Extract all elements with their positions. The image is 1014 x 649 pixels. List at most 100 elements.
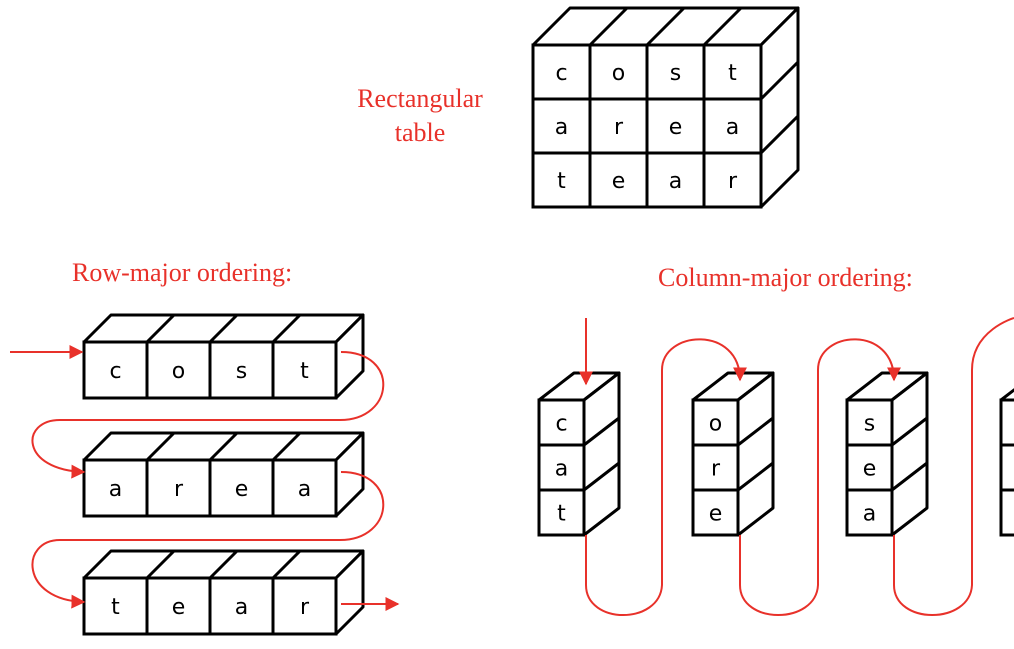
rect-table-cell-letter: r [728, 169, 738, 194]
column-major-col-1-side-divider [583, 461, 620, 492]
row-major-row-1-top-divider [145, 313, 176, 344]
row-major-row-2-cell-letter: a [109, 477, 122, 502]
column-major-col-1-cell [537, 443, 586, 492]
column-major-flow-2 [739, 338, 901, 616]
row-major-row-3-cell-letter: t [111, 595, 120, 620]
row-major-row-3-cell [271, 576, 338, 636]
row-major-flow-2 [31, 471, 385, 609]
row-major-flow-1 [31, 351, 385, 479]
rect-table-top-divider [702, 6, 743, 47]
row-major-row-1-top-divider [208, 313, 239, 344]
rectangular-table-label-line1: Rectangular [357, 84, 483, 113]
row-major-row-1-cell-letter: s [236, 359, 247, 384]
column-major-col-2-cell-letter: e [709, 502, 723, 527]
rect-table-cell-letter: a [726, 115, 739, 140]
rect-table-cell [588, 43, 649, 101]
row-major-row-3-top-divider [208, 549, 239, 580]
row-major-row-2-cell [271, 458, 338, 518]
column-major-col-2-cell-letter: o [709, 412, 722, 437]
rect-table-cell [588, 151, 649, 209]
row-major-row-1-cell [145, 340, 212, 400]
row-major-row-3-top-divider [271, 549, 302, 580]
row-major-heading: Row-major ordering: [72, 258, 292, 287]
rect-table-side-divider [759, 114, 800, 155]
rect-table-cell-letter: o [612, 61, 625, 86]
column-major-column: cat [537, 371, 621, 537]
row-major-row-2-cell-letter: e [235, 477, 249, 502]
column-major-col-3-cell-letter: e [863, 457, 877, 482]
rect-table-side-face [759, 6, 800, 209]
rect-table-cell [531, 97, 592, 155]
rect-table-cell-letter: e [669, 115, 683, 140]
column-major-col-1-cell [537, 488, 586, 537]
column-major-col-2-cell [691, 398, 740, 447]
row-major-row-1-cell [208, 340, 275, 400]
row-major-row-2-top-divider [271, 431, 302, 462]
row-major-row-2-top-divider [208, 431, 239, 462]
rect-table-cell-letter: e [612, 169, 626, 194]
column-major-flow-3 [893, 317, 1014, 616]
rect-table-top-divider [588, 6, 629, 47]
rect-table-cell-letter: t [728, 61, 737, 86]
rect-table-top-divider [645, 6, 686, 47]
column-major-col-1-cell-letter: t [557, 502, 566, 527]
column-major-col-1-side-divider [583, 416, 620, 447]
row-major-row-1-cell [82, 340, 149, 400]
row-major-row-2-cell-letter: a [298, 477, 311, 502]
row-major-row-2-cell [82, 458, 149, 518]
column-major-col-4-cell [999, 488, 1014, 537]
column-major-col-2-side-face [736, 371, 775, 537]
rect-table-cell [702, 151, 763, 209]
column-major-col-2-cell [691, 443, 740, 492]
column-major-flow-1 [585, 338, 747, 616]
row-major-row-3-cell-letter: a [235, 595, 248, 620]
column-major-col-1-cell-letter: a [555, 457, 568, 482]
column-major-column: tar [999, 388, 1014, 537]
row-major-row-2-cell-letter: r [174, 477, 184, 502]
rect-table-cell [702, 97, 763, 155]
column-major-diagram: catoreseatar [537, 371, 1014, 537]
column-major-column: sea [845, 371, 929, 537]
column-major-col-3-cell-letter: s [864, 412, 875, 437]
row-major-row-3-cell [145, 576, 212, 636]
column-major-col-2-side-divider [737, 416, 774, 447]
rect-table-cell-letter: r [614, 115, 624, 140]
row-major-row-3-top-divider [145, 549, 176, 580]
column-major-col-1-side-face [582, 371, 621, 537]
rectangular-table-label-line2: table [395, 118, 446, 147]
rect-table-side-divider [759, 60, 800, 101]
column-major-col-2-cell [691, 488, 740, 537]
column-major-col-3-cell-letter: a [863, 502, 876, 527]
row-major-row-3-cell-letter: r [300, 595, 310, 620]
column-major-col-3-side-face [890, 371, 929, 537]
column-major-column: ore [691, 371, 775, 537]
column-major-col-1-cell-letter: c [555, 412, 567, 437]
row-major-diagram: c o s t a r e a t e a r [82, 313, 365, 636]
row-major-row-2-cell [208, 458, 275, 518]
column-major-col-3-side-divider [891, 416, 928, 447]
rect-table-cell-letter: s [670, 61, 681, 86]
row-major-row-1-cell [271, 340, 338, 400]
column-major-col-3-side-divider [891, 461, 928, 492]
rect-table-cell-letter: a [555, 115, 568, 140]
row-major-row-2-top-divider [145, 431, 176, 462]
rect-table-cell [645, 151, 706, 209]
column-major-col-3-cell [845, 398, 894, 447]
column-major-heading: Column-major ordering: [658, 263, 913, 292]
row-major-row-1-cell-letter: o [172, 359, 185, 384]
row-major-row-3-cell-letter: e [172, 595, 186, 620]
flow-arrows [10, 317, 1014, 616]
column-major-col-2-cell-letter: r [711, 457, 721, 482]
row-major-row-1-cell-letter: c [109, 359, 121, 384]
row-major-row-1-cell-letter: t [300, 359, 309, 384]
row-major-row-1-top-divider [271, 313, 302, 344]
rect-table-cell-letter: c [555, 61, 567, 86]
rect-table-cell-letter: a [669, 169, 682, 194]
column-major-col-4-cell [999, 443, 1014, 492]
rectangular-table: c o s t a r e a t e a r [531, 6, 800, 209]
rect-table-cell-letter: t [557, 169, 566, 194]
